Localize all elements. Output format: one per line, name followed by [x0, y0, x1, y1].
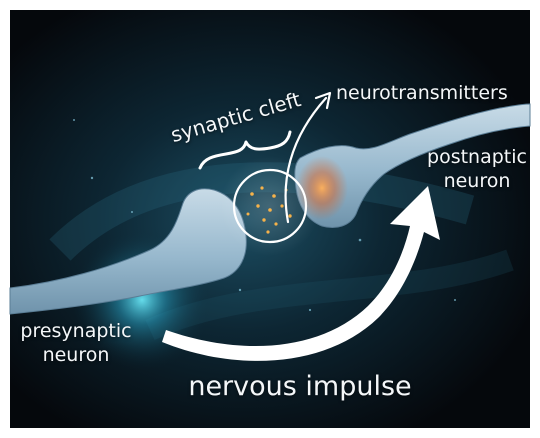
- presynaptic-label-line1: presynaptic: [16, 320, 136, 344]
- presynaptic-label-line2: neuron: [16, 344, 136, 368]
- neurotransmitters-label: neurotransmitters: [336, 82, 508, 106]
- nervous-impulse-label: nervous impulse: [170, 370, 430, 404]
- postsynaptic-neuron-label: postnaptic neuron: [422, 146, 532, 194]
- presynaptic-neuron-label: presynaptic neuron: [16, 320, 136, 368]
- postsynaptic-label-line2: neuron: [422, 170, 532, 194]
- postsynaptic-label-line1: postnaptic: [422, 146, 532, 170]
